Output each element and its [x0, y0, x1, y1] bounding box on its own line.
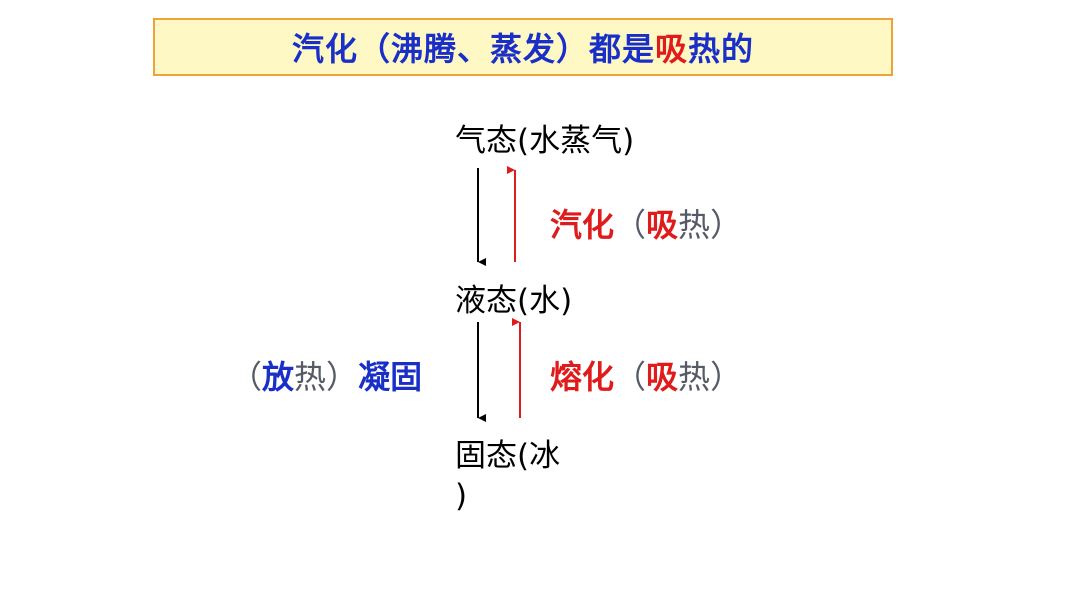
label-solidification: （放热）凝固	[230, 352, 422, 398]
label-melting: 熔化（吸热）	[550, 352, 742, 398]
vaporization-heat-char: 吸	[646, 206, 679, 244]
vaporization-heat-suffix: 热	[678, 206, 711, 244]
melting-heat-char: 吸	[646, 358, 679, 396]
solidification-heat-suffix: 热	[294, 358, 327, 396]
solidification-heat-char: 放	[262, 358, 295, 396]
title-main: 汽化（沸腾、蒸发）都是	[291, 30, 655, 68]
vaporization-paren-open: （	[614, 206, 647, 244]
melting-heat-suffix: 热	[678, 358, 711, 396]
state-solid-close: )	[455, 478, 468, 514]
melting-name: 熔化	[550, 358, 615, 396]
melting-paren-open: （	[614, 358, 647, 396]
state-solid: 固态(冰	[455, 438, 561, 474]
vaporization-name: 汽化	[550, 206, 615, 244]
state-liquid: 液态(水)	[455, 283, 573, 319]
state-gas: 气态(水蒸气)	[455, 123, 635, 159]
melting-paren-close: ）	[710, 358, 743, 396]
title-text: 汽化（沸腾、蒸发）都是吸热的	[292, 24, 754, 70]
title-banner: 汽化（沸腾、蒸发）都是吸热的	[153, 18, 893, 76]
title-end: 热的	[688, 30, 755, 68]
title-highlight: 吸	[654, 30, 688, 68]
solidification-paren-close: ）	[326, 358, 359, 396]
label-vaporization: 汽化（吸热）	[550, 200, 742, 246]
solidification-name: 凝固	[358, 358, 423, 396]
solidification-paren-open: （	[230, 358, 263, 396]
vaporization-paren-close: ）	[710, 206, 743, 244]
